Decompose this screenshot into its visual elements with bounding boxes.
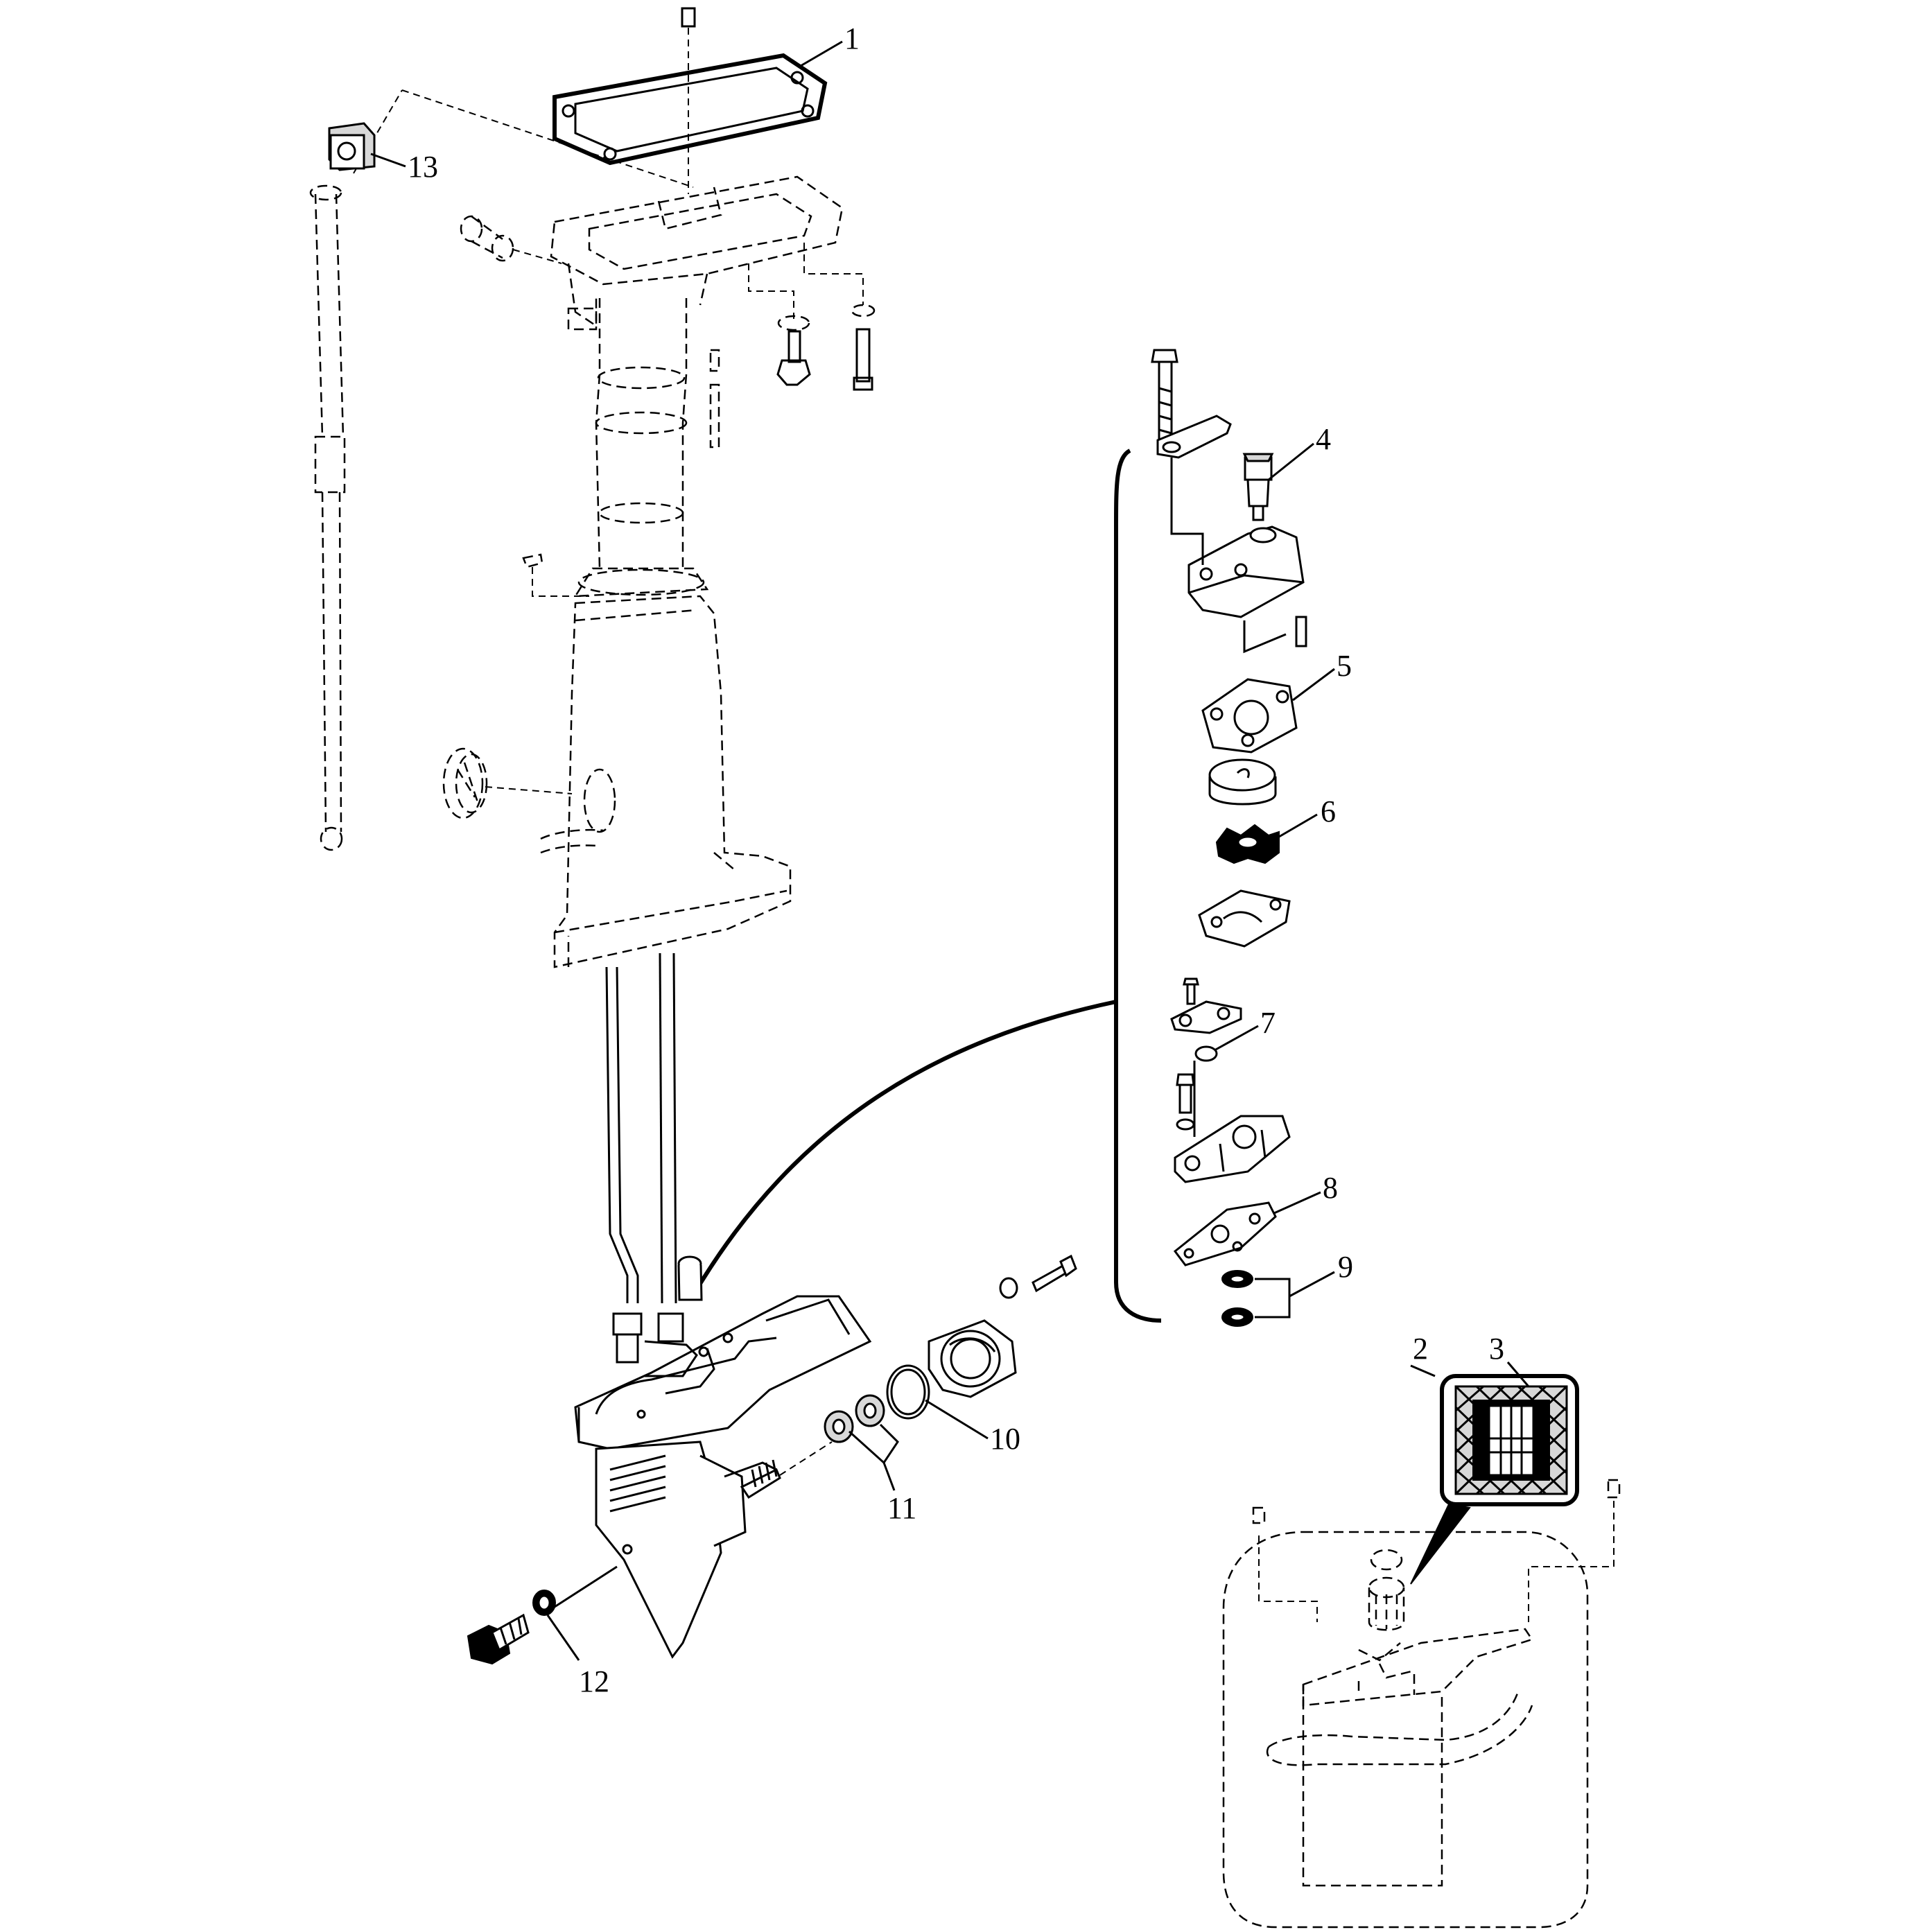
bracket-bushing bbox=[1368, 1549, 1405, 1631]
pump-seals-part-9 bbox=[1221, 1270, 1253, 1327]
thrust-washers-part-11 bbox=[824, 1394, 885, 1443]
leader-lines bbox=[370, 40, 1530, 1661]
bracket-pins bbox=[1252, 1479, 1621, 1622]
pump-bolt-washer bbox=[1176, 1061, 1196, 1137]
callout-3: 3 bbox=[1489, 1332, 1504, 1366]
pump-plate bbox=[1156, 415, 1232, 459]
lower-unit bbox=[595, 1441, 777, 1659]
grommet-knob bbox=[442, 747, 573, 819]
pump-housing bbox=[1170, 458, 1305, 618]
callout-1: 1 bbox=[844, 21, 860, 55]
pump-gasket-part-5 bbox=[1201, 678, 1298, 754]
callout-11: 11 bbox=[887, 1491, 916, 1525]
impeller-part-6 bbox=[1215, 824, 1280, 864]
pump-feed-line bbox=[695, 1000, 1117, 1291]
washer-bolt-set bbox=[748, 243, 876, 391]
prop-shaft-housing bbox=[928, 1319, 1017, 1398]
pump-seal-part-7 bbox=[1194, 1045, 1218, 1062]
drain-washer-part-12 bbox=[532, 1590, 556, 1616]
pump-long-bolt bbox=[1151, 349, 1178, 446]
pivot-bracket-outline bbox=[1222, 1531, 1589, 1929]
pump-pin bbox=[1243, 616, 1307, 654]
pump-base bbox=[1174, 1115, 1291, 1183]
propeller-shaft bbox=[740, 1441, 833, 1499]
top-gasket-part-1 bbox=[552, 53, 828, 166]
small-screw bbox=[522, 553, 589, 597]
small-screw-pump bbox=[1183, 977, 1199, 1005]
exhaust-plug bbox=[460, 215, 562, 264]
small-dowel-pins bbox=[709, 349, 720, 449]
impeller-insert bbox=[1208, 758, 1277, 806]
lower-casing bbox=[540, 595, 792, 968]
pump-bracket-outline bbox=[1114, 449, 1162, 1323]
drive-shaft-housing bbox=[573, 298, 709, 598]
pump-tube-part-4 bbox=[1242, 453, 1274, 521]
swivel-bracket bbox=[1267, 1628, 1533, 1887]
housing-screw-washer bbox=[999, 1254, 1077, 1299]
exhaust-guide-plate bbox=[550, 175, 844, 331]
callout-4: 4 bbox=[1316, 422, 1331, 456]
callout-7: 7 bbox=[1260, 1006, 1276, 1040]
callout-10: 10 bbox=[990, 1422, 1020, 1456]
outer-plate bbox=[1198, 889, 1291, 948]
oring-part-10 bbox=[886, 1364, 930, 1420]
top-pin bbox=[681, 7, 696, 194]
seal-detail-callout-box bbox=[1410, 1374, 1579, 1585]
callout-labels: 1 2 3 4 5 6 7 8 9 10 11 12 13 bbox=[408, 21, 1504, 1698]
callout-13: 13 bbox=[408, 150, 438, 184]
callout-5: 5 bbox=[1337, 649, 1352, 683]
pump-cover-plate bbox=[1170, 1000, 1242, 1034]
gearcase-body bbox=[574, 1295, 872, 1450]
shift-rod-clamp-part-13 bbox=[328, 122, 376, 171]
water-inlet-fittings bbox=[612, 1255, 703, 1377]
pump-base-gasket-part-8 bbox=[1173, 1201, 1277, 1267]
callout-6: 6 bbox=[1321, 794, 1336, 828]
drain-bolt bbox=[467, 1613, 530, 1665]
callout-9: 9 bbox=[1338, 1250, 1353, 1284]
callout-2: 2 bbox=[1413, 1332, 1428, 1366]
callout-12: 12 bbox=[579, 1664, 609, 1698]
shift-rod bbox=[309, 89, 694, 851]
drive-shafts bbox=[605, 952, 677, 1304]
callout-8: 8 bbox=[1323, 1171, 1338, 1205]
